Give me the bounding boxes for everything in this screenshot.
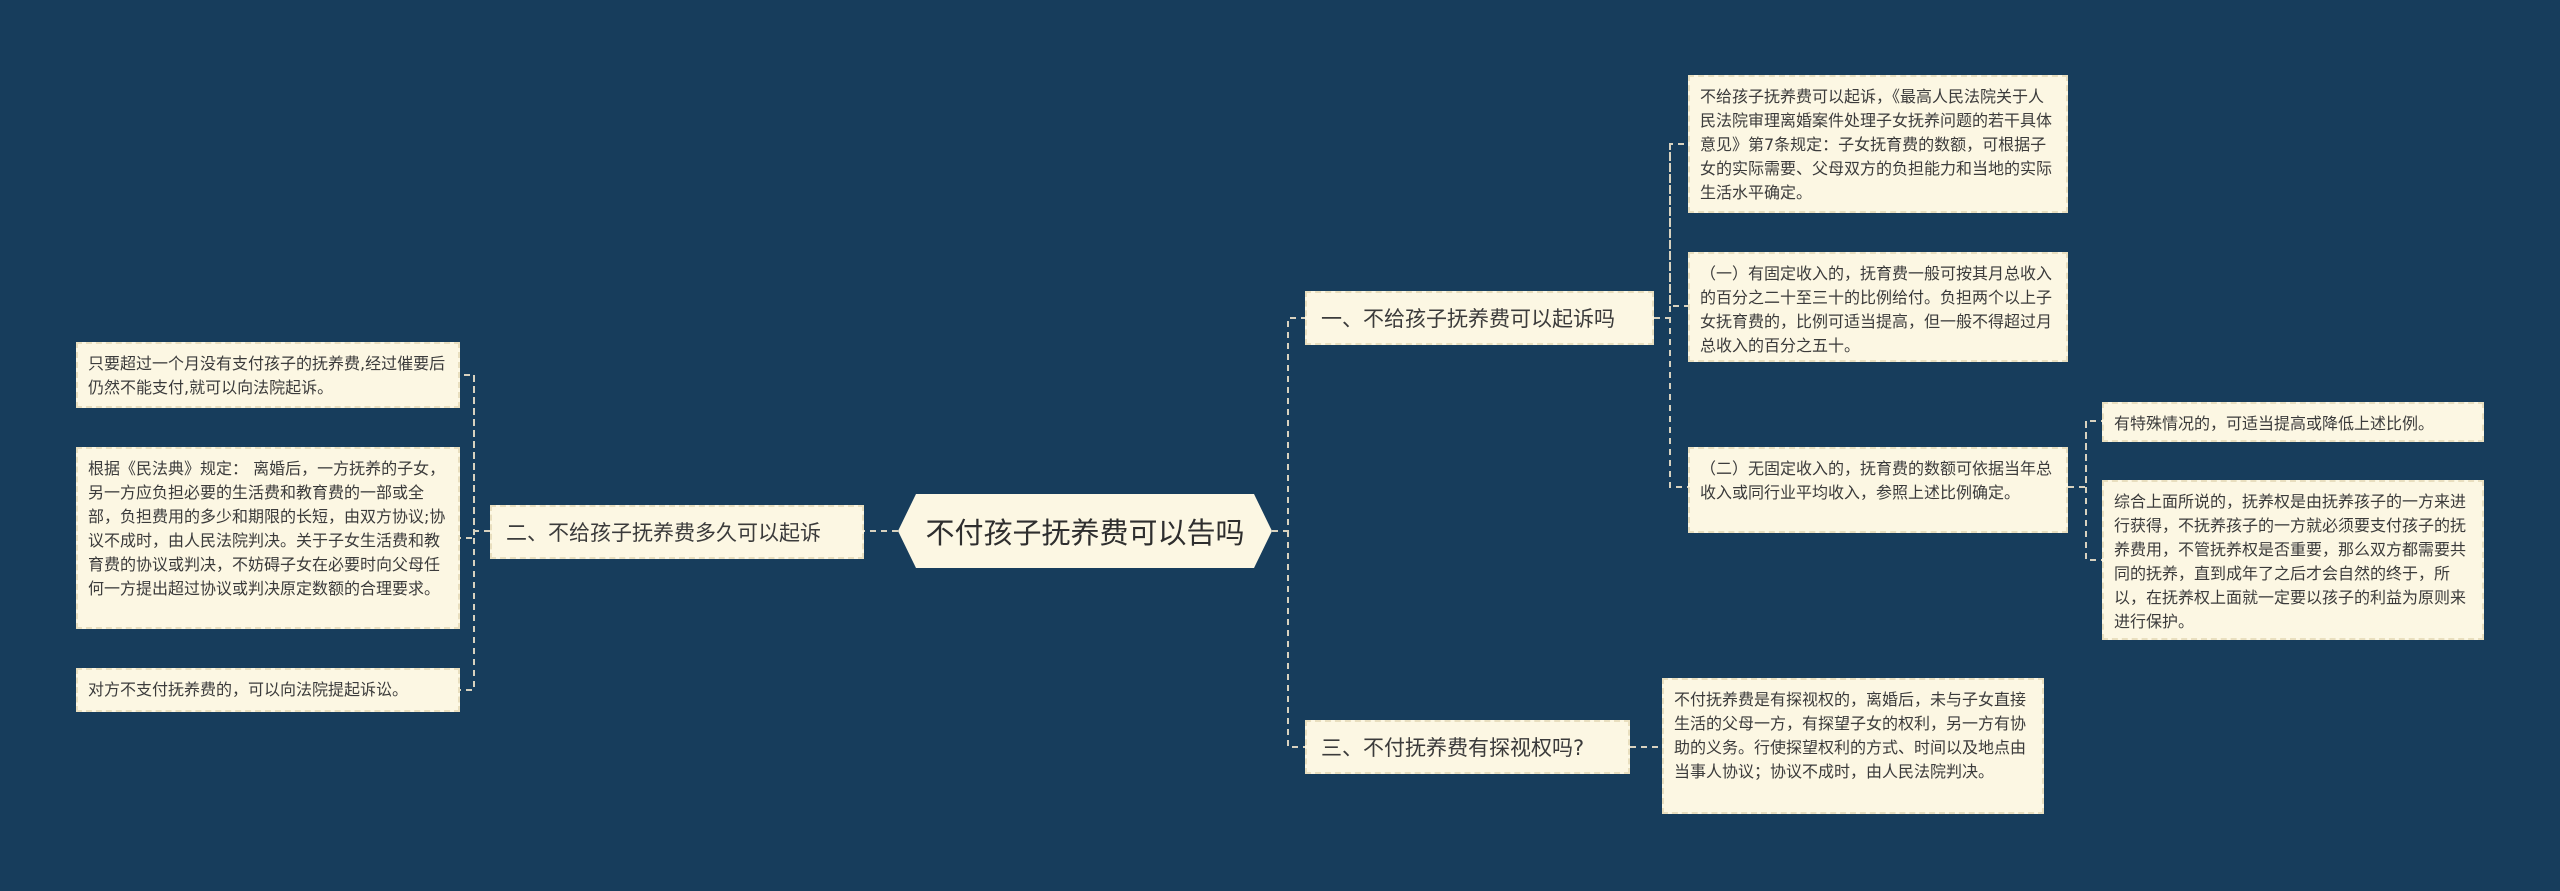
branch-1-leaf-3-sub-2[interactable]: 综合上面所说的，抚养权是由抚养孩子的一方来进行获得，不抚养孩子的一方就必须要支付…: [2102, 480, 2484, 640]
root-topic[interactable]: 不付孩子抚养费可以告吗: [898, 494, 1272, 568]
branch-1-leaf-2[interactable]: （一）有固定收入的，抚育费一般可按其月总收入的百分之二十至三十的比例给付。负担两…: [1688, 252, 2068, 362]
link-root-b1: [1272, 317, 1305, 532]
branch-2-leaf-3[interactable]: 对方不支付抚养费的，可以向法院提起诉讼。: [76, 668, 460, 712]
branch-2-leaf-2[interactable]: 根据《民法典》规定： 离婚后，一方抚养的子女，另一方应负担必要的生活费和教育费的…: [76, 447, 460, 629]
link-b2-leaves: [460, 374, 490, 691]
branch-3-leaf-1[interactable]: 不付抚养费是有探视权的，离婚后，未与子女直接生活的父母一方，有探望子女的权利，另…: [1662, 678, 2044, 814]
link-root-b3: [1287, 531, 1305, 748]
branch-1-leaf-1[interactable]: 不给孩子抚养费可以起诉，《最高人民法院关于人民法院审理离婚案件处理子女抚养问题的…: [1688, 75, 2068, 213]
link-b1-leaves: [1654, 143, 1688, 488]
branch-2-leaf-1[interactable]: 只要超过一个月没有支付孩子的抚养费,经过催要后仍然不能支付,就可以向法院起诉。: [76, 342, 460, 408]
branch-1-topic[interactable]: 一、不给孩子抚养费可以起诉吗: [1305, 291, 1654, 345]
branch-2-topic[interactable]: 二、不给孩子抚养费多久可以起诉: [490, 505, 864, 559]
link-b1c3-sub: [2068, 420, 2102, 561]
branch-1-leaf-3[interactable]: （二）无固定收入的，抚育费的数额可依据当年总收入或同行业平均收入，参照上述比例确…: [1688, 447, 2068, 533]
branch-3-topic[interactable]: 三、不付抚养费有探视权吗?: [1305, 720, 1630, 774]
branch-1-leaf-3-sub-1[interactable]: 有特殊情况的，可适当提高或降低上述比例。: [2102, 402, 2484, 442]
